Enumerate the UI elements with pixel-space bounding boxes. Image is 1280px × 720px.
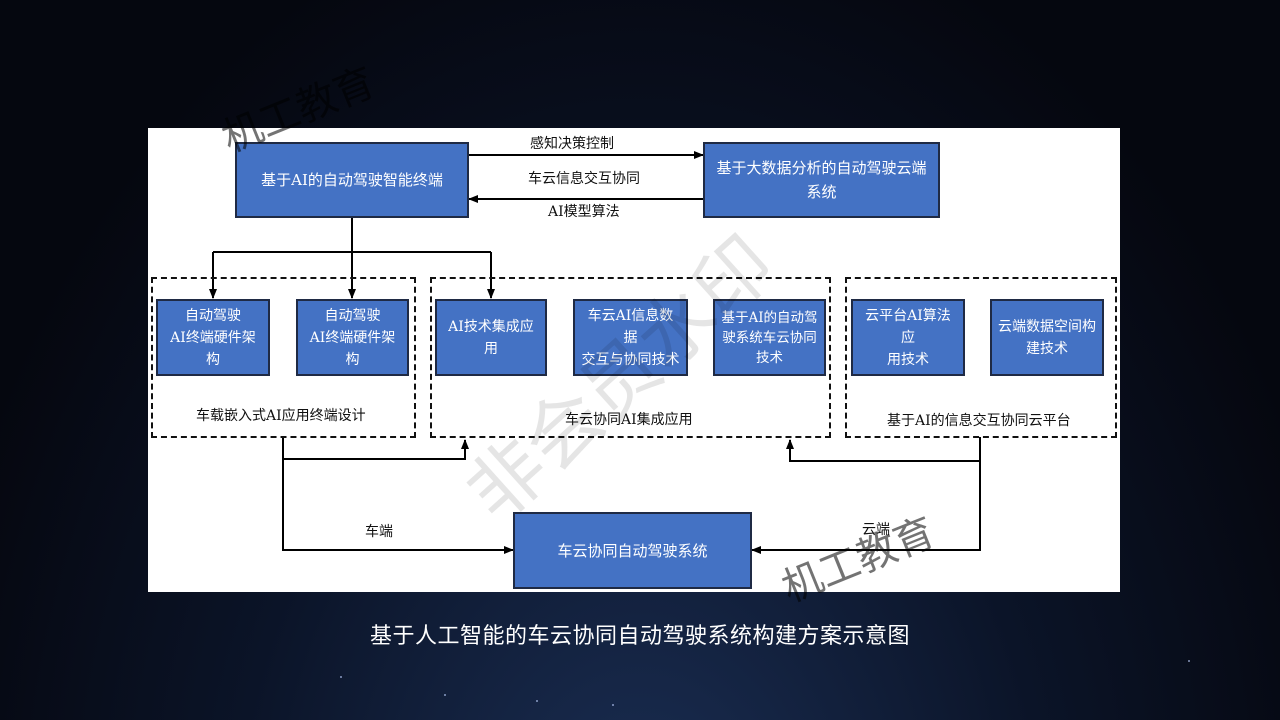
vehicle-end-label: 车端: [365, 524, 393, 540]
cloud-system-box: 基于大数据分析的自动驾驶云端系统: [703, 142, 940, 218]
perception-label: 感知决策控制: [530, 136, 614, 152]
model-label: AI模型算法: [548, 204, 620, 220]
group-cloud-platform: [845, 277, 1117, 438]
ai-integration-box: AI技术集成应用: [435, 299, 547, 376]
autonomous-system-box: 车云协同自动驾驶系统: [513, 512, 752, 589]
arrow-right-to-middle: [786, 439, 980, 462]
group-ai-integration: [430, 277, 831, 438]
cloud-algorithm-box: 云平台AI算法应 用技术: [851, 299, 965, 376]
arrow-cloud-end: [751, 437, 981, 554]
hardware-box-2: 自动驾驶 AI终端硬件架构: [296, 299, 409, 376]
arrow-left-to-middle: [283, 439, 469, 460]
vehicle-cloud-collab-box: 基于AI的自动驾 驶系统车云协同 技术: [713, 299, 826, 376]
group-cloud-platform-label: 基于AI的信息交互协同云平台: [887, 413, 1071, 429]
data-interaction-box: 车云AI信息数据 交互与协同技术: [573, 299, 688, 376]
hardware-box-1: 自动驾驶 AI终端硬件架构: [156, 299, 270, 376]
cloud-data-space-box: 云端数据空间构 建技术: [990, 299, 1104, 376]
group-terminal-design-label: 车载嵌入式AI应用终端设计: [196, 408, 366, 424]
arrow-vehicle-end: [282, 437, 514, 554]
group-terminal-design: [151, 277, 416, 438]
figure-caption: 基于人工智能的车云协同自动驾驶系统构建方案示意图: [369, 624, 910, 649]
ai-terminal-box: 基于AI的自动驾驶智能终端: [235, 142, 469, 218]
cloud-end-label: 云端: [862, 522, 890, 538]
interaction-label: 车云信息交互协同: [528, 171, 640, 187]
group-ai-integration-label: 车云协同AI集成应用: [565, 412, 693, 428]
